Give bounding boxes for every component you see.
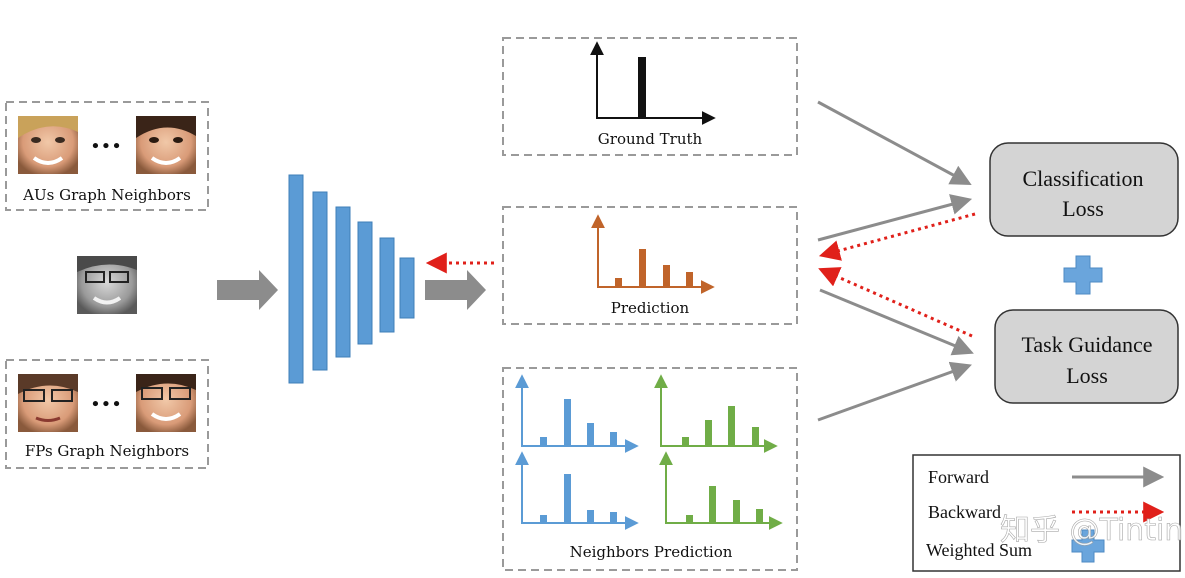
neighbors-prediction-label: Neighbors Prediction	[570, 543, 733, 561]
nb-green-top-bar-4	[752, 427, 759, 446]
nb-green-bottom-bar-4	[756, 509, 763, 523]
weighted-sum-plus-icon	[1063, 255, 1103, 295]
legend-plus-icon	[1071, 529, 1105, 563]
aus-face-2	[136, 116, 196, 174]
nb-blue-top-bar-4	[610, 432, 617, 446]
pred-bar-4	[686, 272, 693, 287]
nb-green-top-bar-3	[728, 406, 735, 446]
input-arrow	[217, 270, 278, 310]
aus-ellipsis: •••	[90, 136, 122, 157]
gt-bar	[638, 57, 646, 118]
aus-group-label: AUs Graph Neighbors	[22, 186, 191, 204]
task-guidance-loss-line1: Task Guidance	[1021, 332, 1152, 357]
task-guidance-loss-box	[994, 309, 1179, 404]
network-output-arrow	[425, 270, 486, 310]
fps-ellipsis: •••	[90, 394, 122, 415]
nb-green-bottom-bar-2	[709, 486, 716, 523]
neighbors-to-task-arrow	[817, 361, 972, 422]
nb-blue-bottom-bar-4	[610, 512, 617, 523]
network-layer-6	[399, 257, 415, 319]
task-backward-arrow	[818, 267, 973, 338]
ground-truth-label: Ground Truth	[598, 130, 703, 148]
aus-neighbors-box	[5, 101, 209, 211]
nb-blue-bottom-bar-2	[564, 474, 571, 523]
pred-bar-2	[639, 249, 646, 287]
nb-green-bottom-bar-3	[733, 500, 740, 523]
aus-face-1	[18, 116, 78, 174]
legend-weighted-sum-label: Weighted Sum	[926, 540, 1032, 560]
network-layer-1	[288, 174, 304, 384]
nb-blue-top-bar-1	[540, 437, 547, 446]
input-face	[77, 256, 137, 314]
prediction-label: Prediction	[611, 299, 690, 317]
network-layer-5	[379, 237, 395, 333]
classification-loss-box	[989, 142, 1179, 237]
legend-backward-label: Backward	[928, 502, 1001, 522]
fps-face-1	[18, 374, 78, 432]
nb-blue-bottom-bar-1	[540, 515, 547, 523]
fps-neighbors-box	[5, 359, 209, 469]
gt-to-classification-arrow	[817, 100, 972, 185]
classification-loss-line1: Classification	[1023, 166, 1144, 191]
nb-green-top-bar-1	[682, 437, 689, 446]
pred-to-task-arrow	[819, 288, 974, 356]
network-layer-3	[335, 206, 351, 358]
ground-truth-box	[502, 37, 798, 156]
classification-loss-line2: Loss	[1062, 196, 1104, 221]
nb-green-bottom-bar-1	[686, 515, 693, 523]
pred-to-classification-arrow	[817, 194, 973, 242]
fps-group-label: FPs Graph Neighbors	[25, 442, 189, 460]
network-layer-4	[357, 221, 373, 345]
task-guidance-loss-line2: Loss	[1066, 363, 1108, 388]
network	[288, 174, 415, 384]
watermark: 知乎 @Tintin	[1000, 513, 1183, 548]
fps-face-2	[136, 374, 196, 432]
pred-bar-3	[663, 265, 670, 287]
network-layer-2	[312, 191, 328, 371]
pred-bar-1	[615, 278, 622, 287]
nb-green-top-bar-2	[705, 420, 712, 446]
nb-blue-top-bar-3	[587, 423, 594, 446]
neighbors-prediction-box	[502, 367, 798, 571]
nb-blue-top-bar-2	[564, 399, 571, 446]
legend-forward-label: Forward	[928, 467, 989, 487]
classification-backward-arrow	[818, 212, 976, 261]
nb-blue-bottom-bar-3	[587, 510, 594, 523]
prediction-box	[502, 206, 798, 325]
